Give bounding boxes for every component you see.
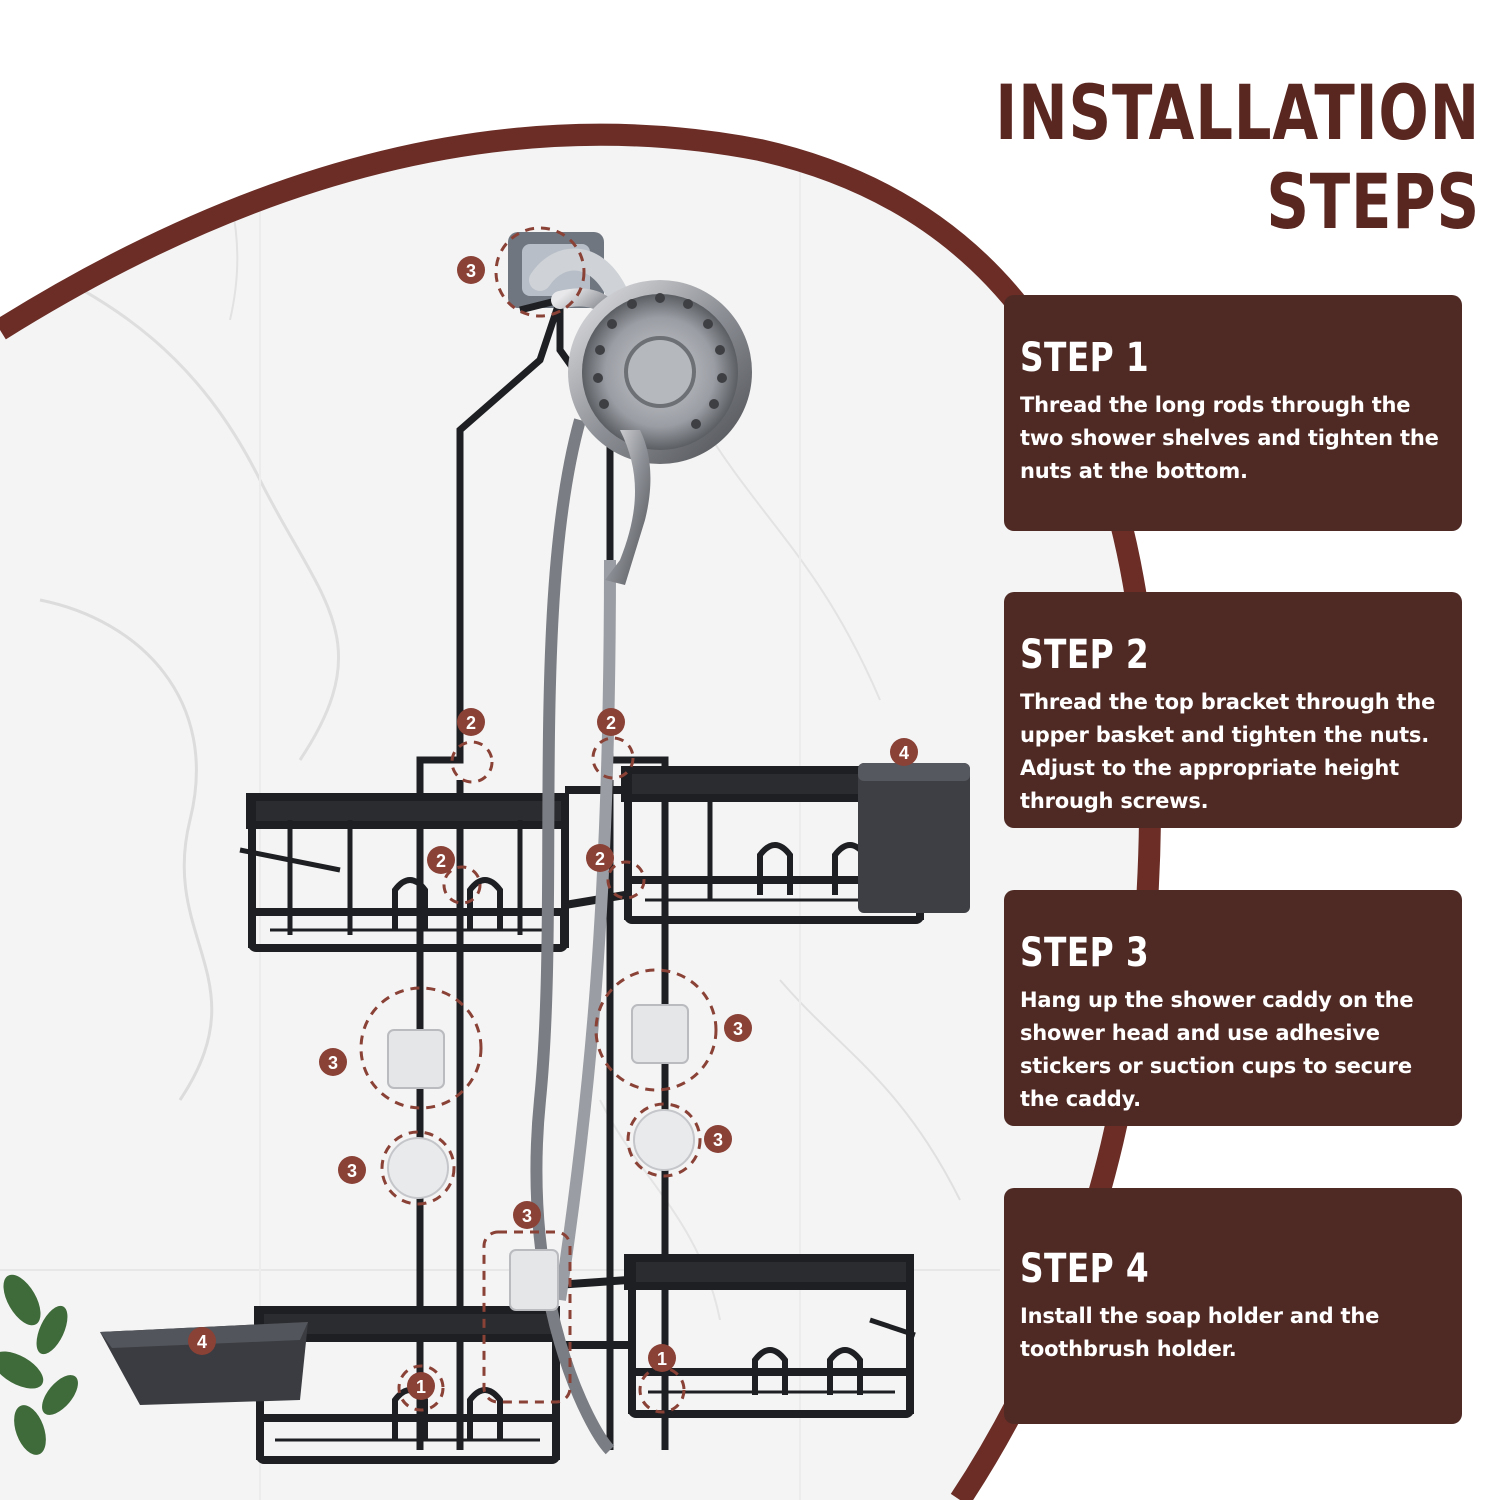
callout-badge-adhesive-left: 3	[319, 1048, 347, 1076]
svg-text:4: 4	[197, 1332, 207, 1352]
svg-text:4: 4	[899, 743, 909, 763]
step-description: Thread the top bracket through the upper…	[1020, 690, 1436, 813]
callout-badges: 3 2 2 2 2 4 3 3	[188, 256, 918, 1400]
step-title: STEP 1	[1020, 335, 1150, 381]
callout-badge-nut-right: 1	[648, 1344, 676, 1372]
callout-badge-suction-right: 3	[704, 1125, 732, 1153]
svg-text:3: 3	[347, 1161, 357, 1181]
svg-text:3: 3	[466, 261, 476, 281]
callout-highlights	[359, 226, 718, 1414]
svg-text:1: 1	[657, 1349, 667, 1369]
step-description: Install the soap holder and the toothbru…	[1020, 1304, 1380, 1361]
callout-badge-basket-right: 2	[586, 844, 614, 872]
callout-badge-hook: 3	[457, 256, 485, 284]
callout-badge-rod-upper-right: 2	[597, 708, 625, 736]
step-card-1: STEP 1 Thread the long rods through the …	[1004, 295, 1462, 531]
svg-text:3: 3	[328, 1053, 338, 1073]
suction-cup-left	[387, 1137, 449, 1199]
suction-cup-right	[633, 1109, 695, 1171]
callout-badge-soap-holder: 4	[188, 1327, 216, 1355]
svg-text:3: 3	[733, 1019, 743, 1039]
svg-text:3: 3	[713, 1130, 723, 1150]
shower-hose	[530, 418, 616, 1455]
page-title: INSTALLATION STEPS	[995, 68, 1480, 246]
adhesive-sticker-right	[631, 1004, 689, 1064]
svg-text:2: 2	[466, 713, 476, 733]
adhesive-sticker-left	[387, 1029, 445, 1089]
lower-right-basket	[624, 1254, 916, 1418]
hose-hook-sticker	[509, 1249, 559, 1311]
step-description: Hang up the shower caddy on the shower h…	[1020, 988, 1414, 1111]
step-card-2: STEP 2 Thread the top bracket through th…	[1004, 592, 1462, 828]
callout-badge-nut-left: 1	[407, 1372, 435, 1400]
callout-badge-toothbrush-holder: 4	[890, 738, 918, 766]
svg-text:3: 3	[522, 1206, 532, 1226]
step-description: Thread the long rods through the two sho…	[1020, 393, 1439, 483]
step-title: STEP 3	[1020, 930, 1150, 976]
shower-head	[551, 280, 752, 585]
toothbrush-holder	[858, 763, 970, 913]
callout-badge-rod-upper-left: 2	[457, 708, 485, 736]
upper-left-basket	[239, 793, 569, 952]
callout-badge-basket-left: 2	[427, 846, 455, 874]
step-title: STEP 4	[1020, 1246, 1150, 1292]
callout-badge-adhesive-right: 3	[724, 1014, 752, 1042]
callout-badge-hose-hook: 3	[513, 1201, 541, 1229]
step-card-3: STEP 3 Hang up the shower caddy on the s…	[1004, 890, 1462, 1126]
svg-text:2: 2	[595, 849, 605, 869]
step-card-4: STEP 4 Install the soap holder and the t…	[1004, 1188, 1462, 1424]
svg-text:1: 1	[416, 1377, 426, 1397]
shower-arm-bracket	[508, 232, 631, 311]
svg-text:2: 2	[436, 851, 446, 871]
svg-text:2: 2	[606, 713, 616, 733]
callout-badge-suction-left: 3	[338, 1156, 366, 1184]
step-title: STEP 2	[1020, 632, 1150, 678]
plant-decoration	[0, 1274, 78, 1455]
